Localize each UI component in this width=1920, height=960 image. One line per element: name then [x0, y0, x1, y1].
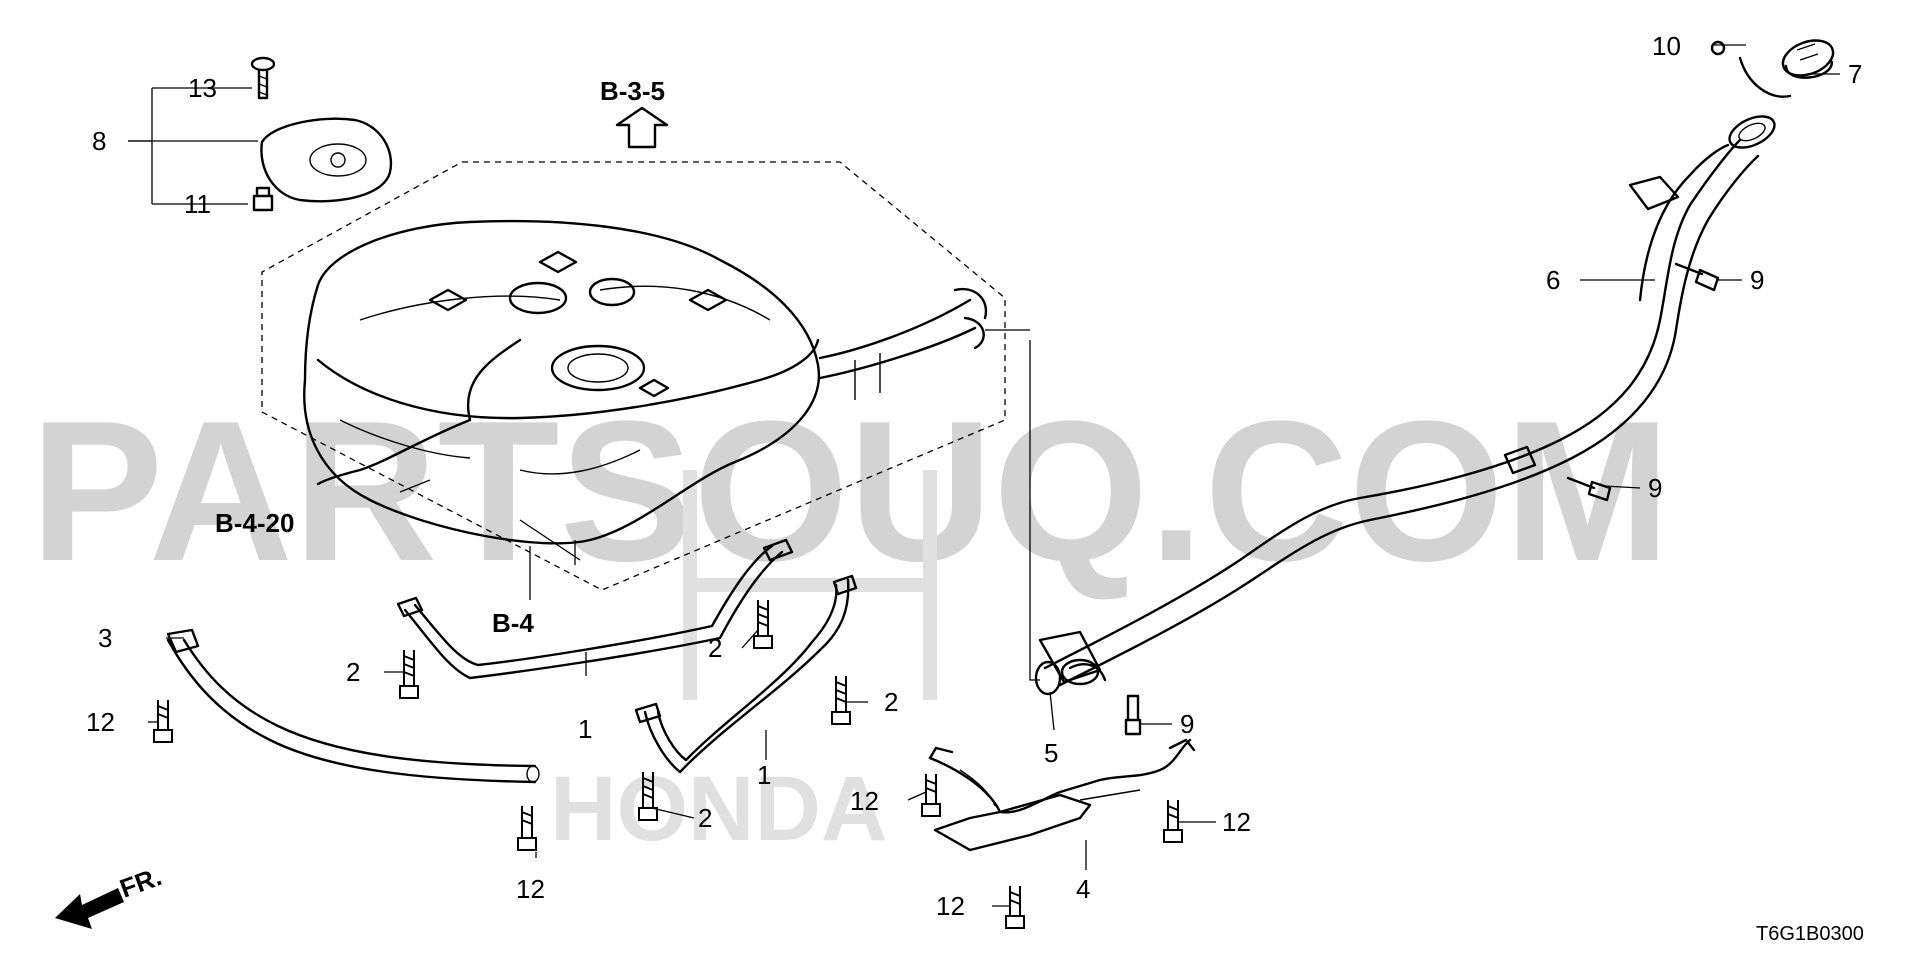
callout-12-c: 12: [850, 786, 879, 816]
callout-9-lower: 9: [1180, 709, 1194, 739]
callout-12-a: 12: [86, 707, 115, 737]
fuel-tank-strap-1-right: [634, 574, 858, 774]
callout-2-c: 2: [884, 687, 898, 717]
bolt-2-b: [753, 600, 773, 649]
callout-8: 8: [92, 126, 106, 156]
callout-3: 3: [98, 623, 112, 653]
fuel-filler-cap: [1781, 39, 1835, 79]
reference-upper[interactable]: B-3-5: [600, 76, 665, 106]
arrow-up-outline-icon: [615, 106, 669, 149]
callout-10: 10: [1652, 31, 1681, 61]
bolt-9-upper: [1674, 262, 1720, 292]
callout-12-d: 12: [1222, 807, 1251, 837]
callout-12-b: 12: [516, 874, 545, 904]
fuel-tank-strap-1-left: [396, 538, 794, 680]
callout-9-middle: 9: [1648, 473, 1662, 503]
callout-5: 5: [1044, 738, 1058, 768]
brand-watermark: HONDA: [550, 758, 887, 860]
bolt-12-c: [921, 774, 941, 817]
bracket-4: [928, 738, 1196, 852]
callout-2-a: 2: [346, 657, 360, 687]
callout-11: 11: [184, 189, 211, 219]
bolt-2-d: [638, 772, 658, 821]
screw-13: [250, 56, 276, 100]
callout-1-right: 1: [757, 760, 771, 790]
bolt-2-c: [831, 676, 851, 725]
fuel-tank: [303, 219, 988, 545]
watermark-text: PARTSOUQ.COM: [30, 380, 1671, 603]
bolt-2-a: [399, 650, 419, 699]
bolt-12-a: [153, 700, 173, 743]
callout-2-d: 2: [698, 803, 712, 833]
callout-7: 7: [1848, 59, 1862, 89]
bolt-9-lower: [1124, 694, 1142, 736]
reference-lower[interactable]: B-4: [492, 608, 534, 638]
callout-9-upper: 9: [1750, 265, 1764, 295]
callout-6: 6: [1546, 265, 1560, 295]
callout-1-left: 1: [578, 714, 592, 744]
bolt-12-b: [517, 806, 537, 851]
callout-13: 13: [188, 73, 217, 103]
cap-tether-10: [1710, 40, 1792, 98]
callout-4: 4: [1076, 874, 1090, 904]
bolt-12-d: [1163, 800, 1183, 843]
bolt-12-e: [1005, 886, 1025, 929]
callout-12-e: 12: [936, 891, 965, 921]
fuel-filler-pipe: [1038, 115, 1776, 687]
callout-2-b: 2: [708, 633, 722, 663]
nut-11: [252, 186, 274, 212]
fuel-pump-cover: [260, 117, 393, 203]
reference-left[interactable]: B-4-20: [215, 508, 294, 538]
brand-logo-watermark: [683, 470, 937, 700]
arrow-front-icon: [55, 888, 124, 929]
diagram-code: T6G1B0300: [1756, 923, 1864, 945]
fuel-tank-strap-3: [166, 628, 540, 784]
hose-clamp-5: [1034, 660, 1062, 696]
leader-lines: [128, 44, 1840, 907]
front-indicator-label: FR.: [116, 861, 166, 904]
fuel-tank-boundary: [261, 161, 1006, 591]
